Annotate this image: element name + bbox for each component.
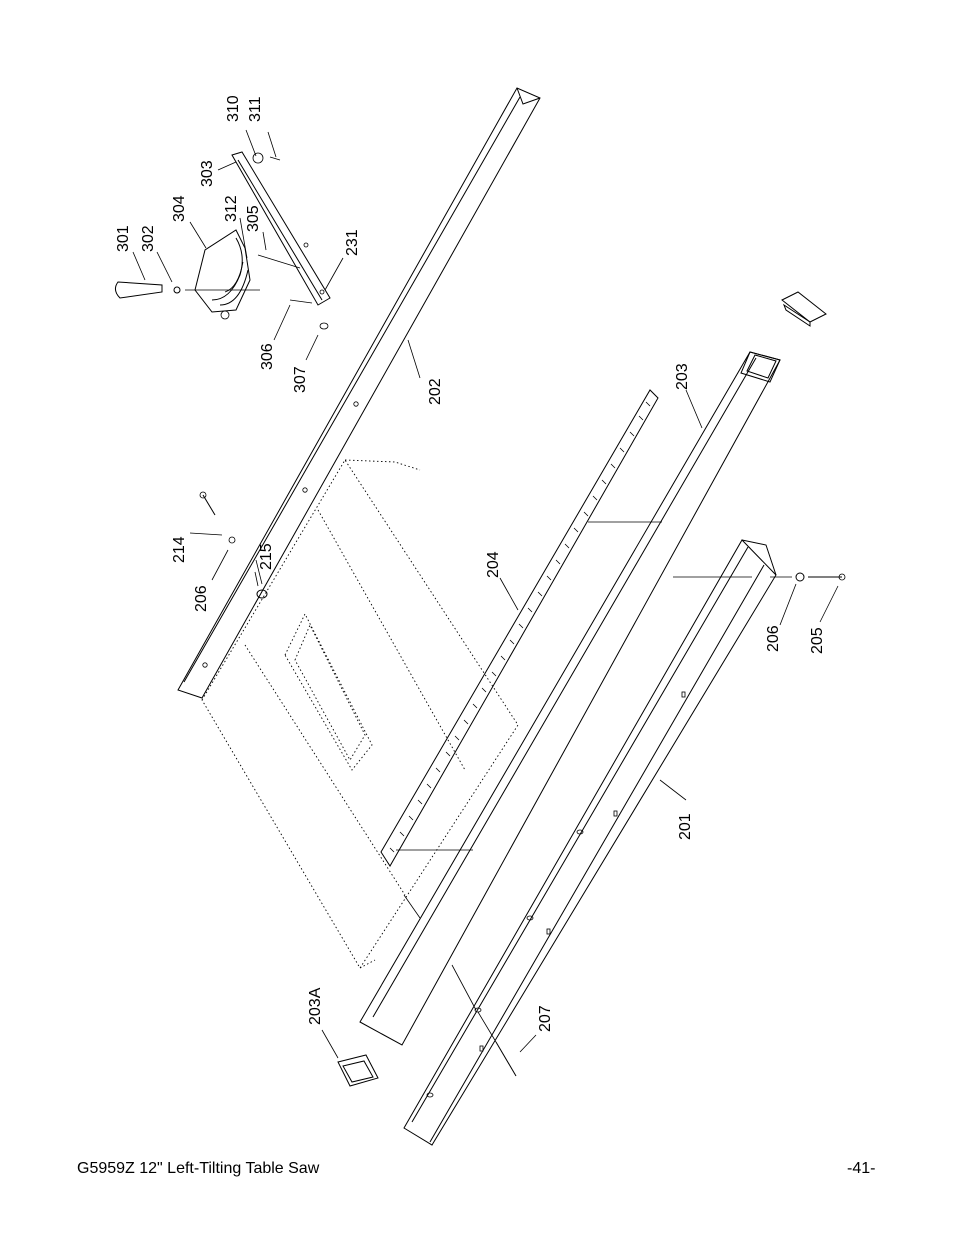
- callout-231: 231: [344, 229, 361, 256]
- end-cap-203a: [337, 1054, 379, 1087]
- callout-302: 302: [140, 225, 157, 252]
- callout-301: 301: [115, 225, 132, 252]
- callout-304: 304: [171, 195, 188, 222]
- footer-manual-title: G5959Z 12" Left-Tilting Table Saw: [77, 1160, 320, 1177]
- callout-303: 303: [199, 160, 216, 187]
- callout-206-left: 206: [193, 585, 210, 612]
- end-cap-203-top: [781, 291, 827, 327]
- callout-206-right: 206: [765, 625, 782, 652]
- callout-312: 312: [223, 195, 240, 222]
- hardware-parts: [199, 491, 846, 1077]
- callout-201: 201: [677, 813, 694, 840]
- callout-205: 205: [809, 627, 826, 654]
- callout-215: 215: [258, 543, 275, 570]
- callout-306: 306: [259, 343, 276, 370]
- callout-204: 204: [485, 551, 502, 578]
- callout-310: 310: [225, 95, 242, 122]
- front-rail-202: [177, 87, 541, 699]
- saw-table-outline: [201, 459, 519, 969]
- footer-page-number: -41-: [847, 1160, 876, 1177]
- fence-assembly: [114, 151, 331, 330]
- callout-311: 311: [247, 96, 264, 122]
- callout-202: 202: [427, 378, 444, 405]
- callout-307: 307: [292, 366, 309, 393]
- leader-lines: [132, 129, 839, 1059]
- rail-201: [403, 539, 777, 1146]
- callout-214: 214: [171, 536, 188, 563]
- callout-203: 203: [674, 363, 691, 390]
- rear-tube-203: [359, 351, 781, 1046]
- callout-207: 207: [537, 1005, 554, 1032]
- callout-203a: 203A: [307, 987, 324, 1025]
- callout-305: 305: [245, 205, 262, 232]
- scale-tape-204: [380, 389, 659, 867]
